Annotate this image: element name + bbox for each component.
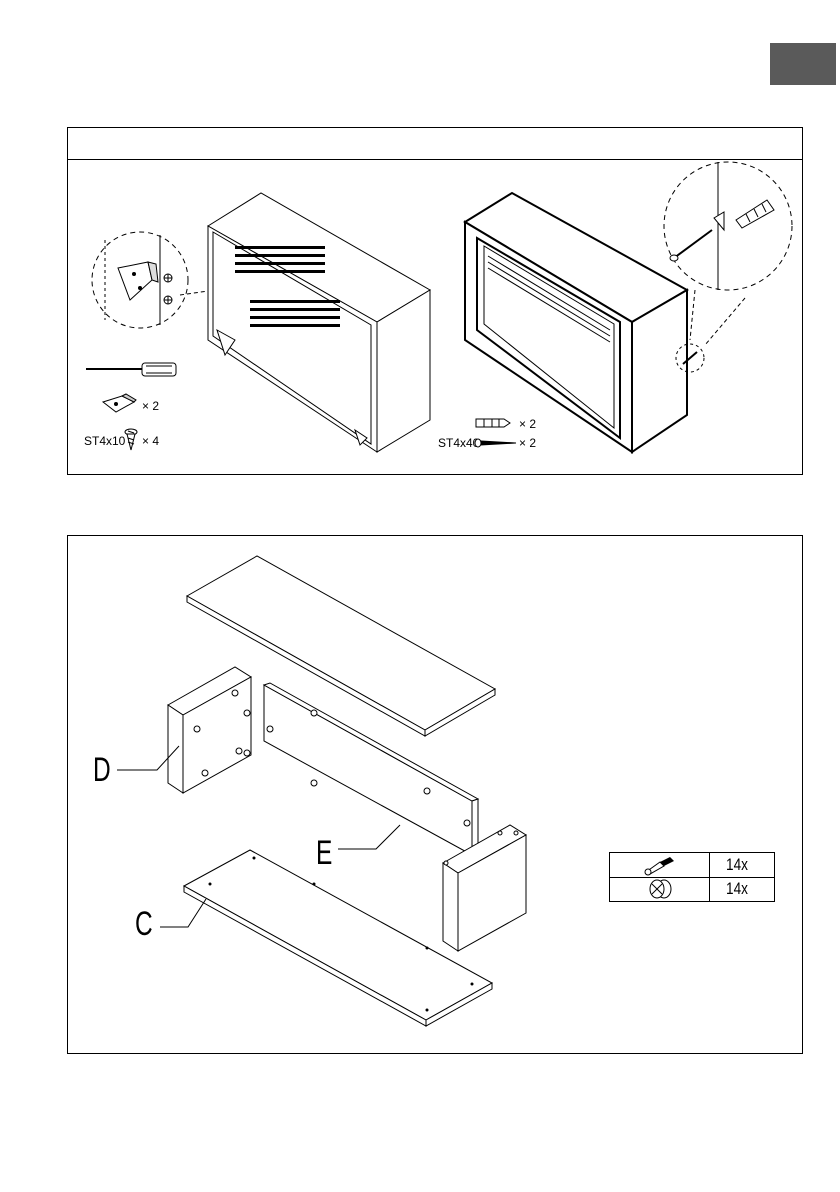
screw-icon (124, 428, 138, 452)
cam-lock-quantity: 14x (726, 879, 748, 899)
wall-anchor-icon (474, 416, 514, 430)
wall-anchor-detail-circle (662, 160, 797, 300)
long-screw-icon (474, 437, 518, 449)
side-panel-d (165, 665, 255, 795)
column-divider (709, 853, 710, 877)
fireplace-back-view (205, 190, 435, 455)
screwdriver-icon (86, 360, 181, 380)
part-label-c: C (135, 906, 153, 942)
long-screw-quantity: × 2 (519, 436, 536, 450)
anchor-quantity: × 2 (519, 417, 536, 431)
hardware-quantity-table: 14x 14x (609, 852, 775, 902)
hardware-row: 14x (610, 853, 774, 878)
anchor-leader-lines (675, 290, 755, 380)
panel-header-bar (68, 128, 802, 160)
hardware-row: 14x (610, 877, 774, 901)
bracket-icon (100, 392, 138, 416)
label-c-leader (160, 895, 210, 930)
screw-size-label: ST4x10 (84, 434, 125, 448)
bracket-quantity: × 2 (142, 399, 159, 413)
cam-bolt-icon (640, 854, 680, 876)
column-divider (709, 877, 710, 901)
part-label-d: D (93, 752, 111, 788)
cam-lock-icon (640, 878, 680, 900)
label-d-leader (117, 740, 182, 772)
screw-quantity: × 4 (142, 434, 159, 448)
language-tab (770, 43, 836, 85)
cam-bolt-quantity: 14x (726, 855, 748, 875)
bottom-board-panel-c (182, 848, 497, 1033)
